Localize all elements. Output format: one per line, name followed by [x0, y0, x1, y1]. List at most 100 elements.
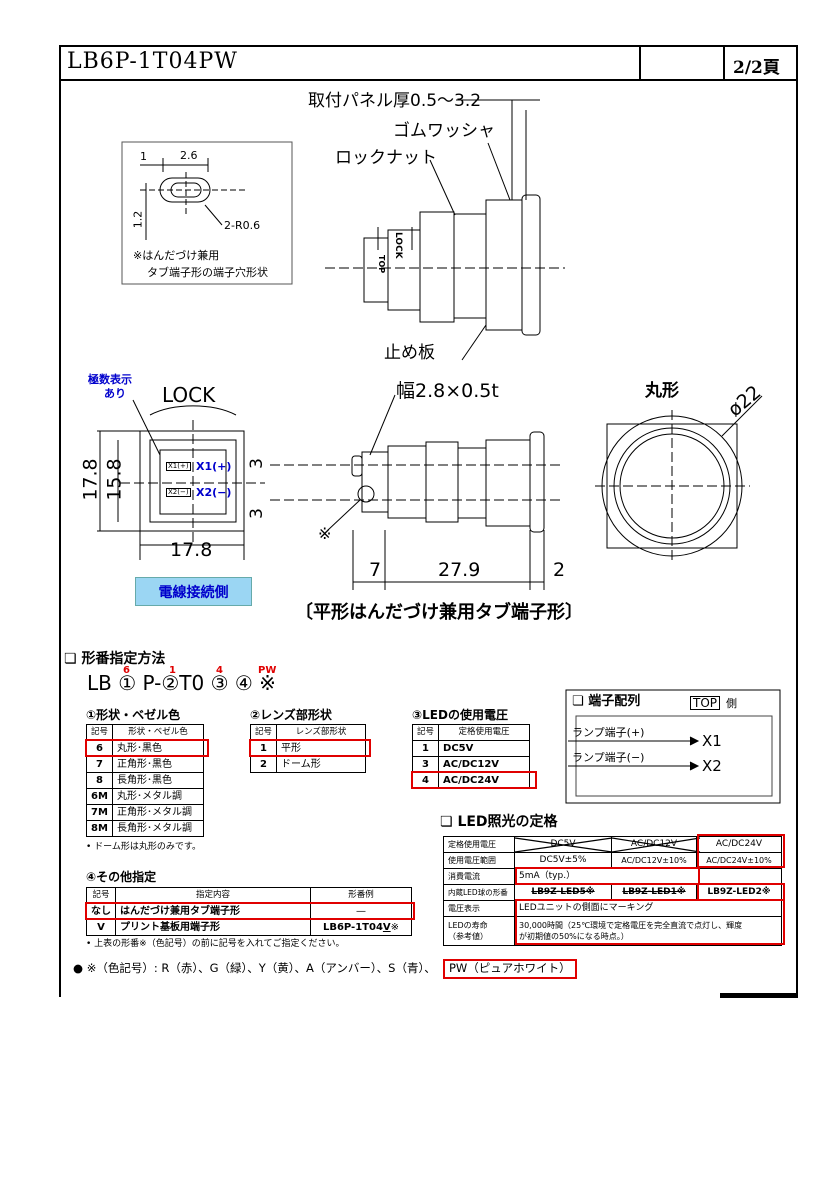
terminal-top-label: TOP	[690, 696, 721, 710]
table3-title: ③LEDの使用電圧	[412, 708, 508, 722]
table-cell: 定格使用電圧	[443, 836, 515, 853]
lamp-terminal-plus: ランプ端子(+)	[572, 726, 645, 739]
selection-highlight-1	[85, 739, 209, 757]
led-life-text-1: 30,000時間（25℃環境で定格電圧を完全直流で点灯し、輝度	[519, 921, 743, 930]
table-cell: 正角形･メタル調	[112, 804, 205, 821]
table-cell: 正角形･黒色	[112, 756, 205, 773]
led-life-label: LEDの寿命	[448, 921, 488, 930]
inset-note-1: ※はんだづけ兼用	[133, 249, 220, 262]
table-cell: 消費電流	[443, 868, 515, 885]
inset-dim-3: 1.2	[131, 210, 145, 229]
ordering-mark-4: PW	[258, 665, 277, 676]
dim-3-lower: 3	[246, 508, 267, 519]
dim-7: 7	[369, 559, 382, 581]
dim-17-8-vertical: 17.8	[79, 458, 102, 501]
table-cell: V	[86, 919, 116, 936]
ordering-mark-1: 6	[123, 665, 130, 676]
page-number: 2/2頁	[733, 58, 780, 78]
polarity-note-1: 極数表示	[88, 373, 132, 386]
table-cell: 7M	[85, 804, 114, 821]
table4-note: • 上表の形番※（色記号）の前に記号を入れてご指定ください。	[86, 939, 345, 949]
dim-3-upper: 3	[246, 458, 267, 469]
table-cell: 丸形･メタル調	[112, 788, 205, 805]
terminal-x2: X2	[702, 757, 722, 775]
table-cell: 1	[411, 740, 440, 757]
table1-title: ①形状・ベゼル色	[86, 708, 181, 722]
table-cell: 長角形･メタル調	[112, 820, 205, 837]
ordering-mark-3: 4	[216, 665, 223, 676]
kome-mark: ※	[318, 524, 332, 543]
table4-title: ④その他指定	[86, 870, 157, 884]
selection-highlight-3	[411, 771, 537, 789]
bottom-bar	[720, 993, 798, 998]
title-block: LB6P-1T04PW 2/2頁	[61, 47, 796, 81]
table-cell: 2	[249, 756, 278, 773]
selection-highlight-led-voltage	[697, 834, 785, 868]
inset-dim-1: 1	[140, 150, 147, 163]
table-cell: 8	[85, 772, 114, 789]
part-number: LB6P-1T04PW	[67, 49, 238, 74]
dim-17-8-horizontal: 17.8	[170, 539, 213, 561]
terminal-x1: X1	[702, 732, 722, 750]
lock-label: LOCK	[162, 383, 216, 407]
example-part-number: LB6P-1T04	[322, 922, 383, 933]
led-rating-title: LED照光の定格	[440, 815, 557, 829]
terminal-side-label: 側	[726, 697, 737, 710]
inset-note-2: タブ端子形の端子穴形状	[147, 266, 268, 279]
table-cell: LEDの寿命 （参考値）	[443, 916, 515, 946]
table-cell: DC5V	[514, 836, 612, 853]
panel-thickness-label: 取付パネル厚0.5～3.2	[308, 91, 482, 111]
top-small-label: TOP	[377, 255, 386, 274]
wire-connection-side-label: 電線接続側	[135, 577, 252, 606]
x2-small-label: X2(−)	[166, 488, 191, 497]
dim-15-8: 15.8	[103, 458, 126, 501]
inset-dim-2: 2.6	[180, 149, 198, 162]
polarity-note-2: あり	[104, 387, 126, 400]
table-cell: 8M	[85, 820, 114, 837]
x1-label: X1(+)	[196, 460, 232, 473]
inset-dim-4: 2-R0.6	[224, 219, 261, 232]
lock-nut-label: ロックナット	[335, 148, 437, 168]
terminal-title: 端子配列	[572, 695, 640, 708]
x1-small-label: X1(+)	[166, 462, 191, 471]
selection-highlight-life	[515, 899, 785, 945]
lock-small-label: LOCK	[393, 232, 403, 259]
table2-h2: レンズ部形状	[276, 724, 367, 741]
table-cell: 電圧表示	[443, 900, 515, 917]
pure-white-highlight: PW（ピュアホワイト）	[443, 959, 577, 979]
table-cell: 使用電圧範囲	[443, 852, 515, 869]
color-code-note: ● ※（色記号）: R（赤）、G（緑）、Y（黄）、A（アンバー）、S（青）、	[73, 961, 436, 975]
drawing-sheet: LB6P-1T04PW 2/2頁	[59, 45, 798, 997]
table-cell: プリント基板用端子形	[115, 919, 311, 936]
table2-title: ②レンズ部形状	[250, 708, 332, 722]
table-cell: 1	[249, 740, 278, 757]
table-cell: 30,000時間（25℃環境で定格電圧を完全直流で点灯し、輝度が初期値の50%に…	[514, 916, 782, 946]
selection-highlight-4	[85, 902, 415, 920]
example-kome: ※	[390, 922, 400, 933]
table-cell: 4	[411, 772, 440, 789]
round-shape-label: 丸形	[645, 381, 679, 401]
led-life-ref: （参考値）	[448, 932, 488, 941]
table-cell: 7	[85, 756, 114, 773]
title-block-blank-cell	[639, 47, 725, 79]
table1-note: • ドーム形は丸形のみです。	[86, 842, 202, 852]
table-cell: AC/DC12V	[611, 836, 697, 853]
stop-plate-label: 止め板	[384, 343, 435, 363]
